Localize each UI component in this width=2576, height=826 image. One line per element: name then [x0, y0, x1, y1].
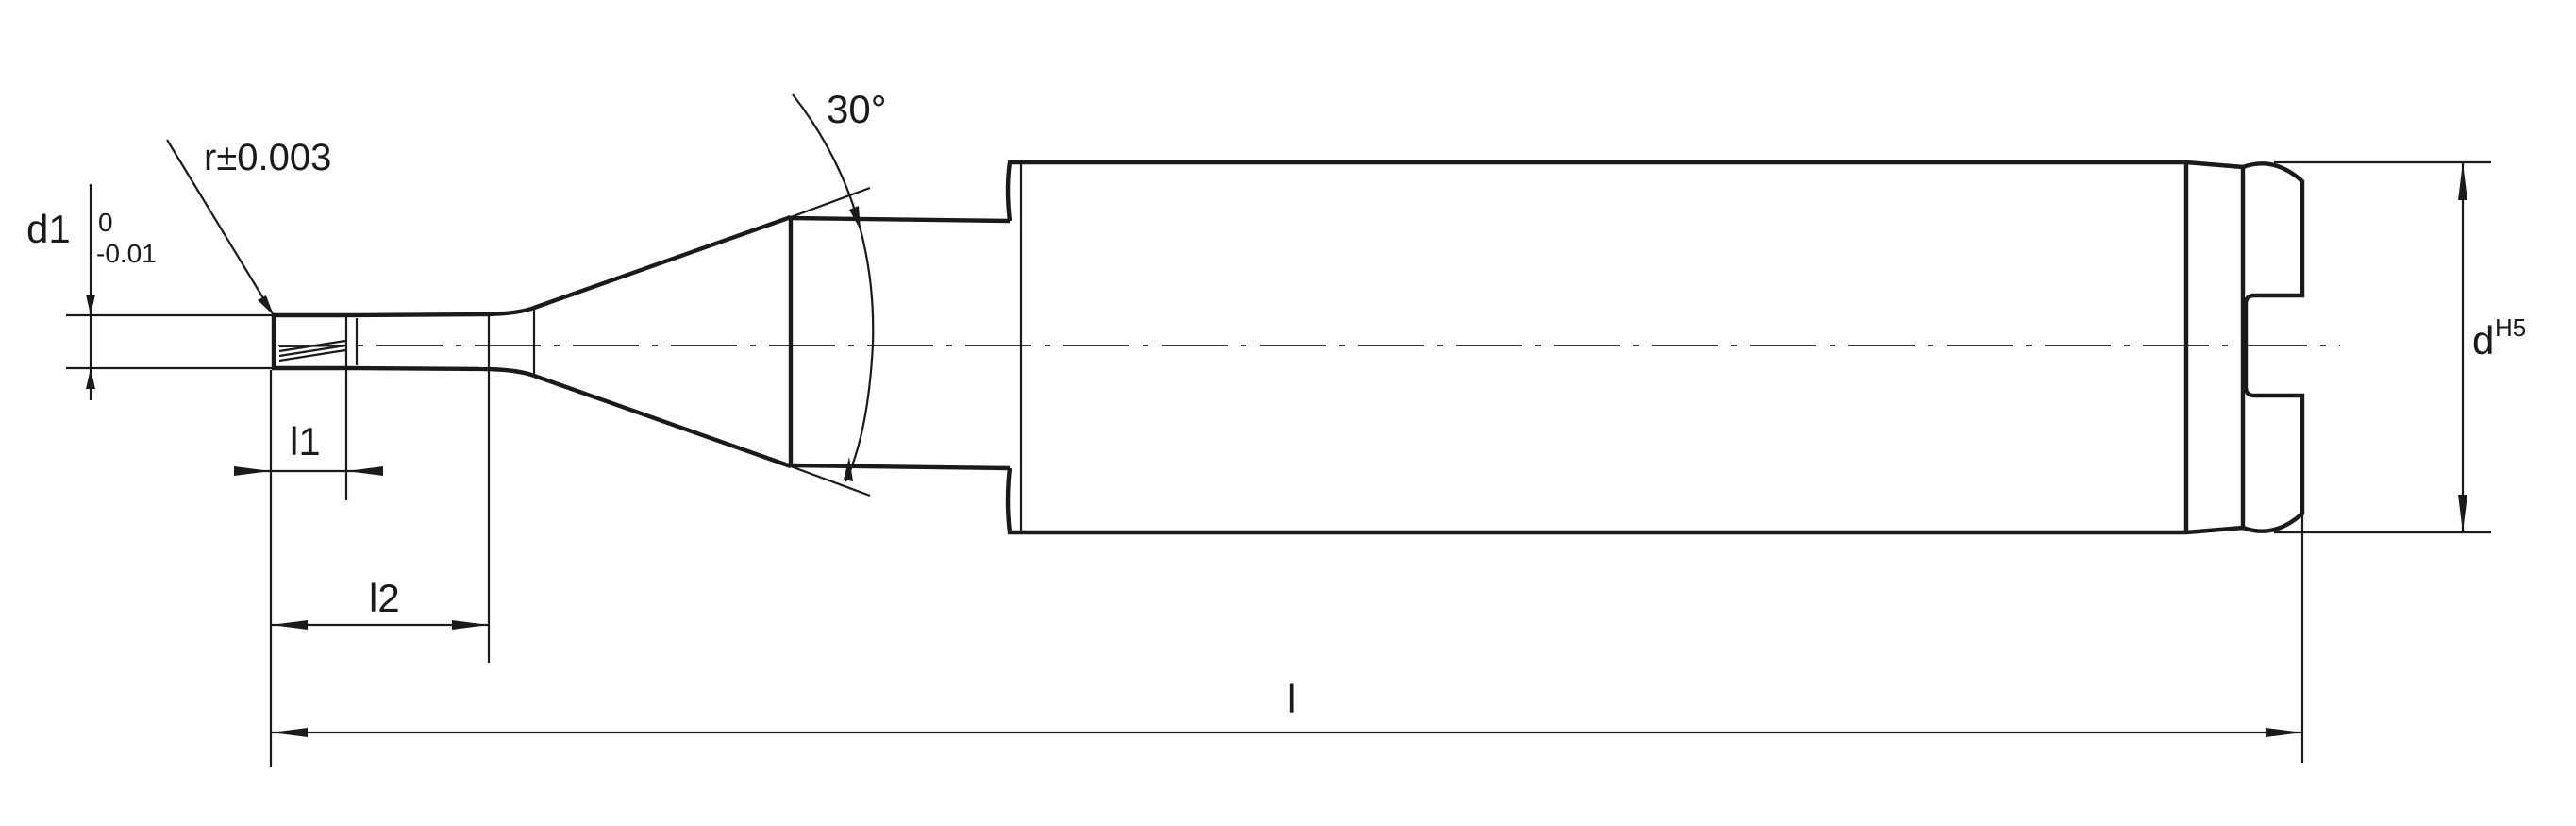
neck-fillet-top: [488, 305, 535, 317]
radius-label: r±0.003: [204, 137, 331, 178]
neck-bottom: [345, 365, 490, 372]
radius-callout: r±0.003: [166, 137, 331, 316]
dimension-d: d H5: [2274, 160, 2526, 534]
d1-tolerance-lower: -0.01: [96, 239, 157, 268]
flute-hatching: [278, 339, 346, 362]
neck-fillet-bottom: [488, 366, 535, 379]
collar-top: [790, 215, 1011, 224]
tool-body: [271, 160, 2305, 535]
collar-bottom: [790, 463, 1011, 471]
angle-label: 30°: [827, 87, 887, 131]
angle-dimension: 30°: [790, 87, 887, 497]
d-fit-label: H5: [2495, 313, 2526, 342]
d1-tolerance-upper: 0: [98, 208, 113, 237]
dimension-d1: d1 0 -0.01: [26, 184, 274, 400]
l1-label: l1: [290, 419, 321, 464]
cone-bottom: [533, 373, 792, 469]
shank-step-top: [1005, 160, 1021, 222]
shank-step-bottom: [1005, 467, 1021, 535]
dimension-l: l: [271, 514, 2304, 763]
l-label: l: [1287, 677, 1296, 721]
chamfer-bottom: [2185, 525, 2244, 535]
dimension-l2: l2: [271, 370, 491, 663]
l2-label: l2: [369, 576, 400, 620]
neck-top: [345, 312, 490, 318]
tool-tip: [271, 312, 346, 371]
dimension-l1: l1: [234, 370, 383, 767]
cone-top: [533, 214, 792, 311]
shank-end-profile: [2242, 161, 2305, 533]
d-label: d: [2472, 318, 2494, 362]
chamfer-top: [2185, 160, 2244, 170]
d1-label: d1: [26, 207, 71, 251]
